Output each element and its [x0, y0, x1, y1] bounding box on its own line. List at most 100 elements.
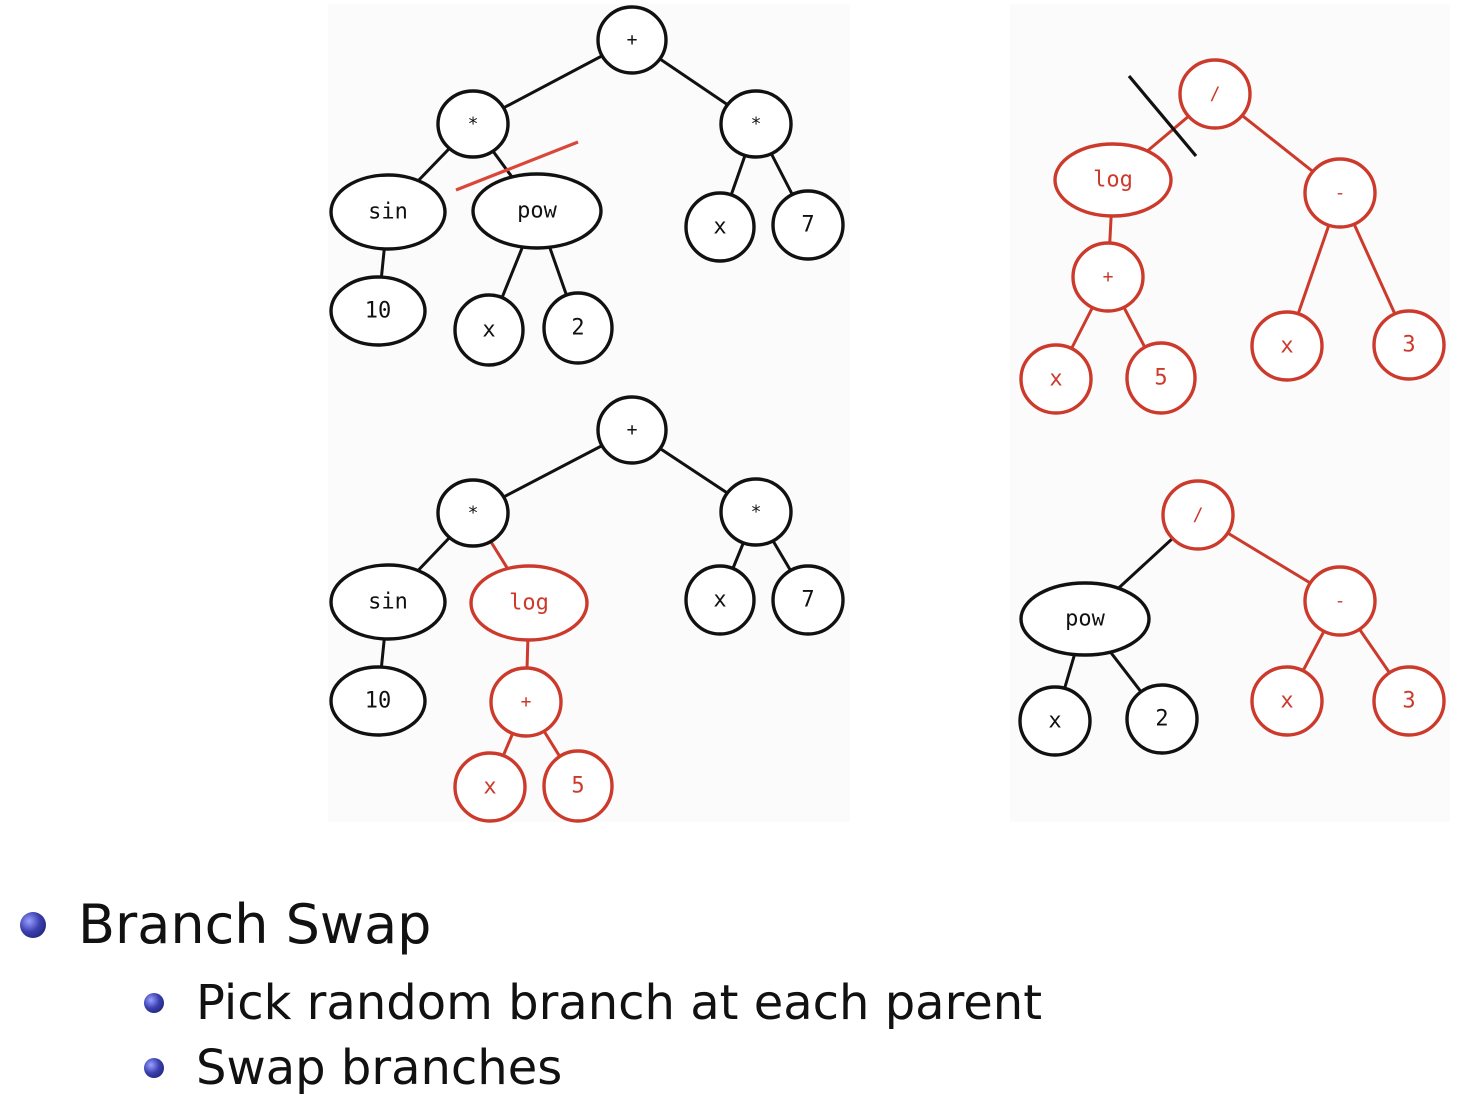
top-right-node-n1-label: / [1210, 84, 1221, 105]
bottom-left-node-n8: 10 [329, 665, 427, 737]
bottom-right-node-n5-shape [1125, 683, 1199, 755]
top-left-node-n9: x [453, 293, 525, 367]
top-left-node-n7: 7 [771, 189, 845, 261]
bottom-right-node-n5: 2 [1125, 683, 1199, 755]
bullet-sub-1: Pick random branch at each parent [144, 975, 1042, 1031]
top-left-node-n7-shape [771, 189, 845, 261]
top-right-node-n1: / [1178, 58, 1252, 130]
bottom-left-node-n3-shape [719, 477, 793, 547]
bottom-left-node-n10-label: x [483, 775, 496, 800]
bullet-dot-icon [144, 1058, 164, 1078]
bottom-right-node-n2-label: pow [1065, 607, 1105, 632]
top-left-node-n10: 2 [542, 291, 614, 365]
top-left-node-n2: * [436, 89, 510, 159]
top-left-node-n6-label: x [713, 215, 726, 240]
top-left-node-n8-label: 10 [365, 299, 392, 324]
bottom-left-node-n3: * [719, 477, 793, 547]
top-right-node-n6-shape [1125, 341, 1197, 415]
bottom-left-node-n1-shape [596, 395, 668, 465]
bottom-right-node-n5-label: 2 [1155, 707, 1168, 732]
bottom-right-node-n4: x [1018, 685, 1092, 757]
bottom-right-node-n7-label: 3 [1402, 689, 1415, 714]
bullet-main: Branch Swap [20, 893, 431, 956]
bottom-left-node-n1: + [596, 395, 668, 465]
bottom-right-node-n7: 3 [1372, 665, 1446, 737]
top-left-node-n4-shape [329, 173, 447, 251]
bottom-right-node-n3-shape [1303, 565, 1377, 637]
top-right-node-n4: + [1071, 241, 1145, 313]
top-left-node-n2-shape [436, 89, 510, 159]
bottom-left-node-n5-label: log [509, 591, 549, 616]
bottom-right-node-n3: - [1303, 565, 1377, 637]
top-right-node-n7-shape [1250, 310, 1324, 382]
top-left-node-n3-shape [719, 89, 793, 159]
cut-mark-red [455, 140, 579, 192]
cut-mark-black [1127, 74, 1198, 158]
bottom-right-node-n2-shape [1019, 581, 1151, 657]
bottom-right-node-n7-shape [1372, 665, 1446, 737]
bottom-left-node-n7-label: 7 [801, 588, 814, 613]
bottom-left-node-n2: * [436, 478, 510, 548]
top-left-node-n5-shape [471, 172, 603, 250]
bottom-left-node-n9-shape [489, 666, 563, 738]
bottom-right-node-n6: x [1250, 665, 1324, 737]
top-right-node-n5-label: x [1049, 367, 1062, 392]
bottom-left-node-n6-shape [684, 564, 756, 636]
bullet-dot-icon [20, 911, 46, 938]
bottom-left-node-n6: x [684, 564, 756, 636]
bullet-dot-icon [144, 993, 164, 1013]
top-left-node-n9-shape [453, 293, 525, 367]
cut-marks-layer [455, 74, 1198, 192]
bottom-left-node-n5: log [469, 564, 589, 642]
top-right-node-n8-label: 3 [1402, 333, 1415, 358]
bottom-left-node-n6-label: x [713, 588, 726, 613]
top-right-node-n8: 3 [1372, 309, 1446, 381]
bottom-right-node-n6-label: x [1280, 689, 1293, 714]
top-left-node-n5-label: pow [517, 199, 557, 224]
bottom-right-node-n1: / [1161, 479, 1235, 551]
bottom-right-node-n4-label: x [1048, 709, 1061, 734]
bottom-right-node-n1-shape [1161, 479, 1235, 551]
top-right-node-n2: log [1053, 142, 1173, 218]
top-right-node-n4-shape [1071, 241, 1145, 313]
top-right-node-n2-shape [1053, 142, 1173, 218]
top-left-node-n6: x [684, 191, 756, 263]
bottom-right-node-n6-shape [1250, 665, 1324, 737]
top-right-node-n3: - [1303, 157, 1377, 229]
top-right-node-n1-shape [1178, 58, 1252, 130]
top-right-node-n4-label: + [1103, 267, 1114, 288]
bottom-left-node-n2-shape [436, 478, 510, 548]
top-left-node-n5: pow [471, 172, 603, 250]
top-right-node-n8-shape [1372, 309, 1446, 381]
top-left-node-n4: sin [329, 173, 447, 251]
bottom-left-node-n7-shape [771, 564, 845, 636]
bottom-right-node-n3-label: - [1335, 591, 1346, 612]
bottom-left-node-n11-shape [542, 749, 614, 823]
bottom-left-node-n9-label: + [521, 692, 532, 713]
bullet-sub-2-text: Swap branches [196, 1040, 563, 1096]
top-right-node-n7: x [1250, 310, 1324, 382]
top-right-node-n3-shape [1303, 157, 1377, 229]
bottom-left-node-n10-shape [453, 751, 527, 823]
top-right-node-n3-label: - [1335, 183, 1346, 204]
top-left-node-n8: 10 [329, 275, 427, 347]
top-left-node-n10-label: 2 [571, 316, 584, 341]
bottom-left-node-n2-label: * [468, 503, 479, 524]
bottom-left-node-n4: sin [329, 563, 447, 641]
bottom-right-node-n4-shape [1018, 685, 1092, 757]
bottom-left-node-n11-label: 5 [571, 774, 584, 799]
bottom-left-node-n10: x [453, 751, 527, 823]
top-left-node-n1: + [596, 5, 668, 75]
top-right-node-n2-label: log [1093, 168, 1133, 193]
bottom-left-node-n4-label: sin [368, 590, 408, 615]
bullet-sub-1-text: Pick random branch at each parent [196, 975, 1043, 1031]
top-left-node-n3: * [719, 89, 793, 159]
top-right-node-n6: 5 [1125, 341, 1197, 415]
bottom-left-node-n3-label: * [751, 502, 762, 523]
top-left-node-n3-label: * [751, 114, 762, 135]
bullet-main-text: Branch Swap [78, 893, 432, 956]
bottom-left-node-n7: 7 [771, 564, 845, 636]
top-right-node-n5-shape [1019, 343, 1093, 415]
